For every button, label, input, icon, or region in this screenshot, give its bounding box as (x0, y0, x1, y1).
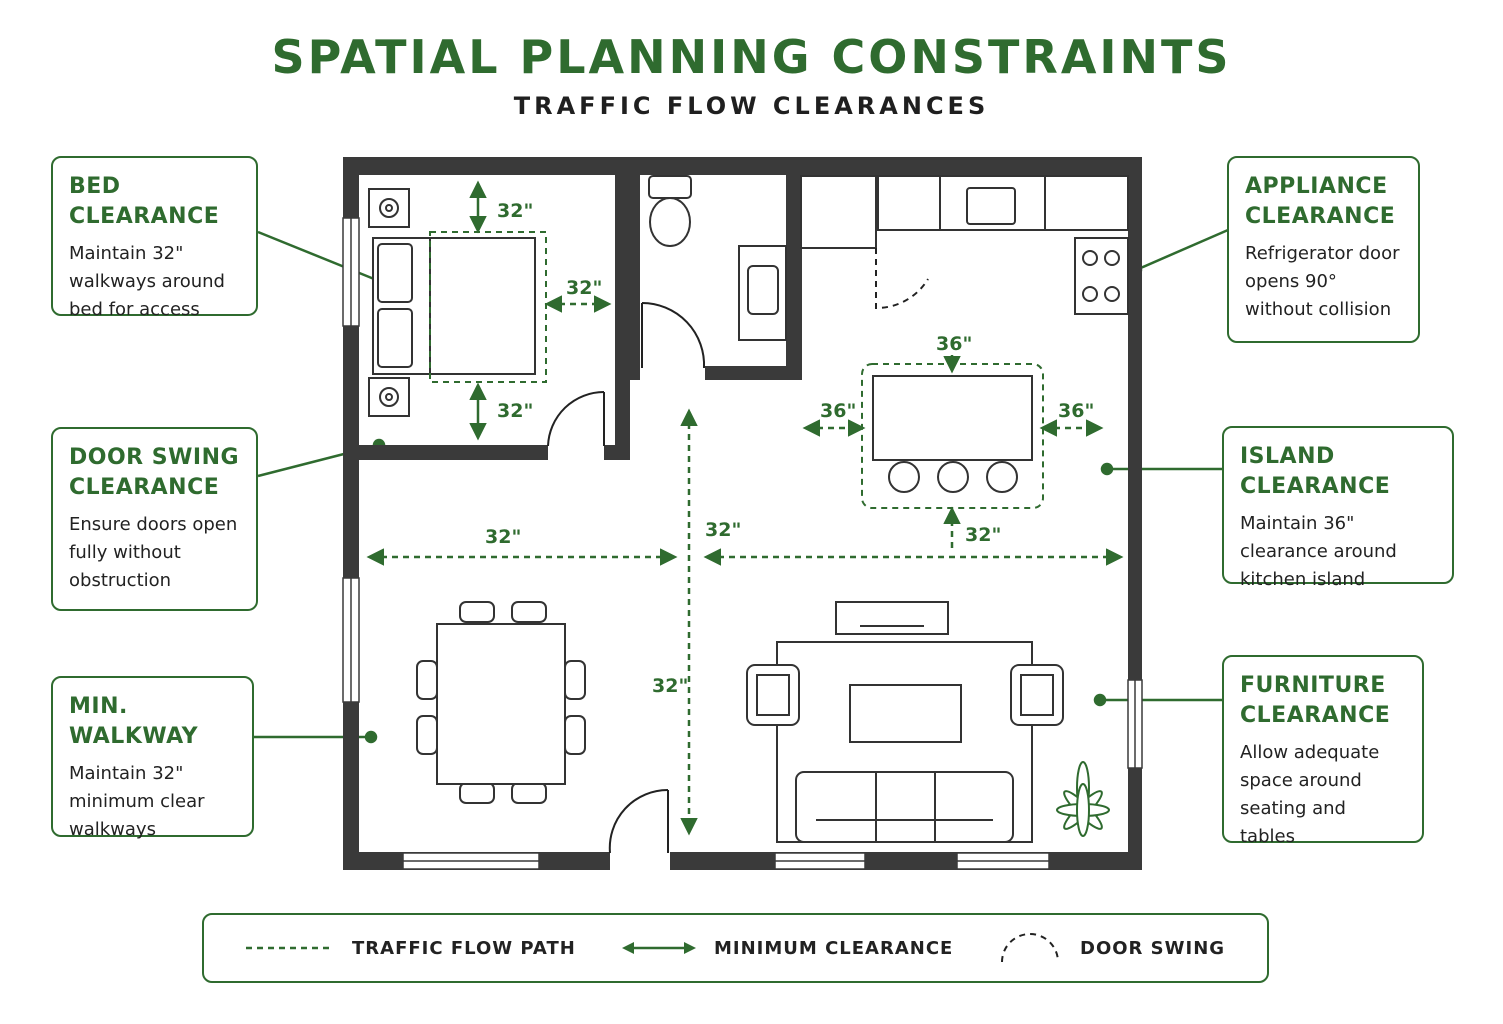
callout-min-walkway: MIN. WALKWAY Maintain 32" minimum clear … (51, 676, 254, 840)
door-swing-arc-icon (1001, 933, 1059, 963)
callout-text: Maintain 36" clearance around kitchen is… (1240, 513, 1397, 590)
dim-bed-side: 32" (566, 277, 602, 299)
dim-bed-top: 32" (497, 200, 533, 222)
windows (342, 217, 1143, 870)
dining-set (416, 601, 586, 804)
dim-island-left: 36" (820, 400, 856, 422)
living-set (746, 601, 1064, 843)
callout-heading: APPLIANCE CLEARANCE (1245, 174, 1396, 229)
dim-island-bottom: 32" (965, 524, 1001, 546)
legend-item-door-swing: DOOR SWING (998, 915, 1225, 981)
plant (1056, 761, 1110, 837)
callout-heading: BED CLEARANCE (69, 174, 220, 229)
callout-heading: DOOR SWING CLEARANCE (69, 445, 240, 500)
legend-label-door-swing: DOOR SWING (1080, 937, 1226, 959)
page-title: SPATIAL PLANNING CONSTRAINTS (271, 30, 1232, 84)
legend-label-traffic: TRAFFIC FLOW PATH (352, 937, 576, 959)
callout-bed-clearance: BED CLEARANCE Maintain 32" walkways arou… (51, 156, 258, 320)
callout-text: Maintain 32" walkways around bed for acc… (69, 243, 225, 320)
dim-living-vertical: 32" (652, 675, 688, 697)
callout-appliance-clearance: APPLIANCE CLEARANCE Refrigerator door op… (1227, 156, 1420, 343)
fridge-door-swing (875, 248, 929, 310)
callout-heading: ISLAND CLEARANCE (1240, 444, 1391, 499)
bathroom-fixtures (648, 175, 787, 341)
dim-living-horizontal-left: 32" (485, 526, 521, 548)
legend-item-clearance: MINIMUM CLEARANCE (622, 915, 953, 981)
callout-furniture-clearance: FURNITURE CLEARANCE Allow adequate space… (1222, 655, 1424, 847)
callout-text: Ensure doors open fully without obstruct… (69, 514, 238, 591)
callout-text: Allow adequate space around seating and … (1240, 742, 1380, 847)
legend-label-clearance: MINIMUM CLEARANCE (714, 937, 954, 959)
dashed-line-icon (246, 946, 334, 950)
doors (547, 301, 706, 870)
callout-text: Maintain 32" minimum clear walkways (69, 763, 205, 840)
page-subtitle: TRAFFIC FLOW CLEARANCES (513, 92, 990, 120)
double-arrow-icon (622, 942, 696, 954)
bed (368, 188, 536, 417)
dim-bed-bottom: 32" (497, 400, 533, 422)
dim-living-horizontal-right: 32" (705, 519, 741, 541)
dimension-lines (366, 180, 1124, 836)
dim-island-top: 36" (936, 333, 972, 355)
callout-heading: MIN. WALKWAY (69, 694, 199, 749)
callout-text: Refrigerator door opens 90° without coll… (1245, 243, 1400, 320)
callout-heading: FURNITURE CLEARANCE (1240, 673, 1391, 728)
kitchen-island (872, 375, 1033, 493)
legend-item-traffic: TRAFFIC FLOW PATH (246, 915, 576, 981)
legend: TRAFFIC FLOW PATH MINIMUM CLEARANCE DOOR… (202, 913, 1269, 983)
callout-island-clearance: ISLAND CLEARANCE Maintain 36" clearance … (1222, 426, 1454, 590)
kitchen-fixtures (800, 175, 1129, 315)
dim-island-right: 36" (1058, 400, 1094, 422)
callout-door-swing-clearance: DOOR SWING CLEARANCE Ensure doors open f… (51, 427, 258, 611)
